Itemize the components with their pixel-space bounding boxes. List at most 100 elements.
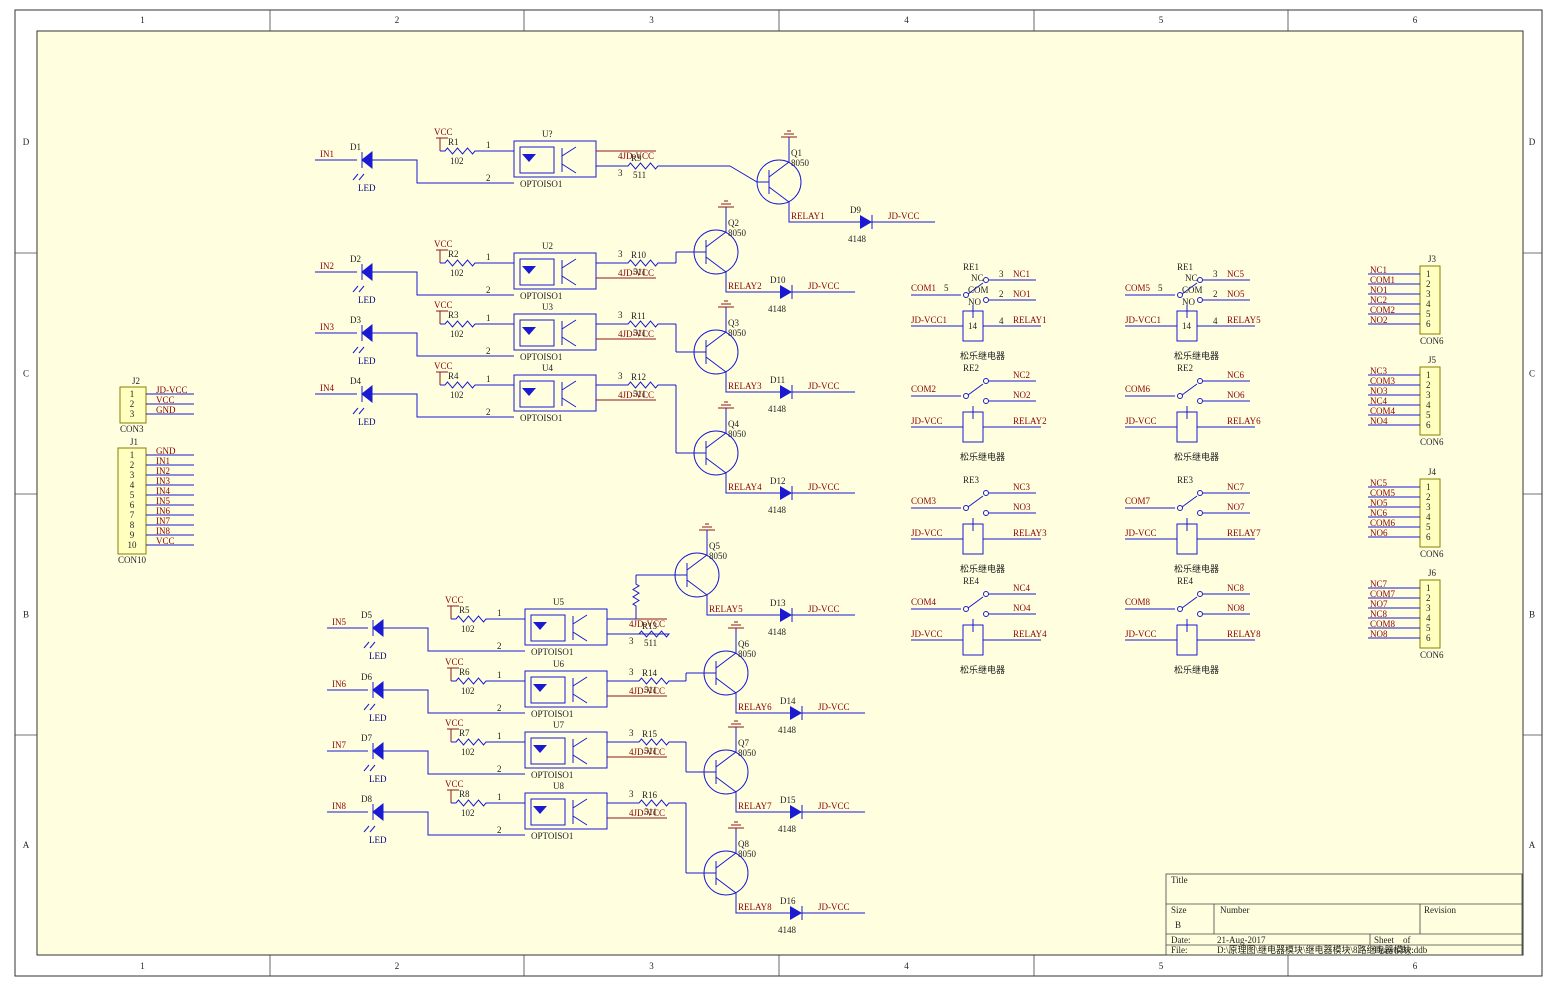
opto-transistor	[561, 258, 577, 286]
of-label: of	[1403, 935, 1411, 945]
diode-jdvcc-label: JD-VCC	[808, 381, 840, 391]
pin-num: 1	[486, 313, 491, 323]
pin-num: 4	[1426, 613, 1431, 623]
nc-net-label: NC7	[1227, 482, 1245, 492]
vcc-symbol	[436, 371, 448, 385]
opto-jdvcc-label: 4JD-VCC	[618, 268, 654, 278]
resistor-value: 102	[450, 156, 464, 166]
optocoupler	[513, 140, 597, 178]
led-arrows	[363, 641, 376, 649]
zone-row-left: C	[23, 369, 29, 379]
transistor-value: 8050	[738, 748, 757, 758]
transistor-ce	[715, 652, 737, 694]
com-contact	[963, 606, 969, 612]
pin-num: 7	[130, 510, 135, 520]
relay-value: 松乐继电器	[1174, 563, 1219, 574]
nc-pin-label: NC	[971, 273, 984, 283]
opto-led	[522, 266, 536, 274]
no-net-label: NO2	[1013, 390, 1031, 400]
base-resistor-value: 511	[633, 328, 646, 338]
pin-num: 5	[1158, 283, 1163, 293]
pin-net-label: NC1	[1370, 265, 1387, 275]
opto-led	[533, 745, 547, 753]
input-net-label: IN4	[320, 383, 334, 393]
flyback-diode	[860, 215, 872, 229]
wire	[607, 799, 686, 807]
wire	[372, 393, 514, 418]
com-net-label: COM2	[911, 384, 936, 394]
pin-num: 2	[486, 285, 491, 295]
transistor-ref: Q2	[728, 218, 739, 228]
relay-ref: RE4	[963, 576, 980, 586]
connector-ref: J4	[1428, 467, 1437, 477]
transistor-value: 8050	[728, 429, 747, 439]
zone-row-right: D	[1529, 137, 1536, 147]
coil-relay-label: RELAY3	[1013, 528, 1047, 538]
pin-num: 1	[130, 389, 135, 399]
nc-contact	[1197, 277, 1203, 283]
connector-ref: J3	[1428, 254, 1437, 264]
flyback-diode	[780, 285, 792, 299]
pin-net-label: NO3	[1370, 386, 1388, 396]
pin-num: 3	[629, 789, 634, 799]
transistor-value: 8050	[728, 228, 747, 238]
led-value: LED	[358, 183, 376, 193]
pin-net-label: NC7	[1370, 579, 1388, 589]
vcc-symbol	[436, 310, 448, 324]
relay-ref: RE2	[1177, 363, 1193, 373]
wire	[383, 689, 525, 714]
date-label: Date:	[1171, 935, 1191, 945]
opto-led	[533, 806, 547, 814]
wire	[596, 259, 676, 267]
opto-inner	[519, 146, 555, 174]
led-arrows	[352, 346, 365, 354]
pin-num: 6	[1426, 633, 1431, 643]
wire	[735, 893, 790, 914]
led-arrows	[363, 825, 376, 833]
opto-value: OPTOISO1	[520, 291, 562, 301]
input-net-label: IN2	[320, 261, 334, 271]
wire	[735, 693, 790, 714]
resistor-ref: R6	[459, 667, 470, 677]
base-resistor-value: 511	[644, 685, 657, 695]
diode-wire	[801, 906, 865, 920]
coil-pin-label: 14	[968, 321, 978, 331]
com-contact	[963, 292, 969, 298]
pin-num: 3	[618, 168, 623, 178]
diode-value: 4148	[848, 234, 867, 244]
sheet-label: Sheet	[1374, 935, 1394, 945]
zone-row-left: D	[23, 137, 30, 147]
led-ref: D8	[361, 794, 372, 804]
relay-net-label: RELAY3	[728, 381, 762, 391]
wire	[383, 811, 525, 836]
diode-ref: D14	[780, 696, 796, 706]
connector-j1-value: CON10	[118, 555, 147, 565]
resistor-value: 102	[450, 329, 464, 339]
connector-value: CON6	[1420, 650, 1444, 660]
wire	[596, 320, 676, 328]
opto-inner	[519, 319, 555, 347]
optocoupler	[513, 252, 597, 290]
diode-wire	[791, 385, 855, 399]
com-contact	[1177, 606, 1183, 612]
pin-num: 4	[1426, 400, 1431, 410]
diode-wire	[791, 486, 855, 500]
zone-row-right: A	[1529, 840, 1536, 850]
zone-col-bottom: 6	[1413, 961, 1418, 971]
transistor-value: 8050	[738, 849, 757, 859]
nc-contact	[983, 277, 989, 283]
transistor-ref: Q4	[728, 419, 739, 429]
diode-wire	[801, 706, 865, 720]
zone-col-bottom: 4	[904, 961, 909, 971]
wire	[706, 595, 780, 616]
optocoupler	[524, 731, 608, 769]
diode-value: 4148	[778, 925, 797, 935]
pin-net-label: COM3	[1370, 376, 1396, 386]
relay-ref: RE1	[1177, 262, 1193, 272]
zone-row-right: C	[1529, 369, 1535, 379]
vcc-label: VCC	[434, 361, 453, 371]
wire	[596, 162, 730, 170]
